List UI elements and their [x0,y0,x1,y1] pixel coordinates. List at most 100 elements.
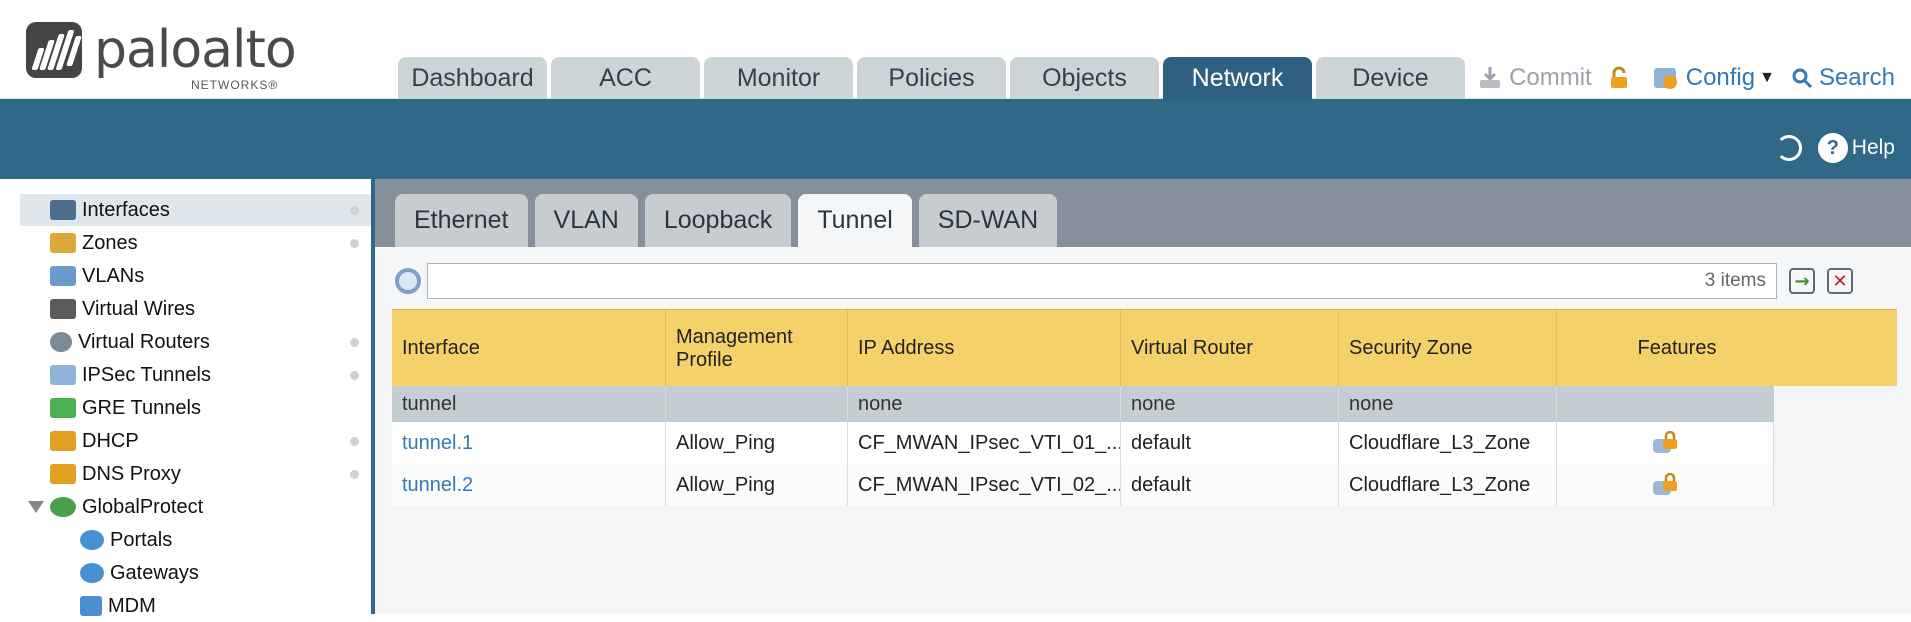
sidebar-item-dhcp[interactable]: DHCP [20,425,371,457]
status-dot [350,370,359,380]
tab-network[interactable]: Network [1163,57,1312,99]
vlans-icon [50,266,76,286]
apply-filter-button[interactable]: → [1789,268,1815,294]
network-sidebar: Interfaces Zones VLANs Virtual Wires Vir… [20,179,375,617]
sidebar-item-label: VLANs [82,264,145,287]
sidebar-item-label: Zones [82,231,138,254]
status-dot [350,238,359,248]
tab-loopback[interactable]: Loopback [644,194,792,247]
tab-ethernet[interactable]: Ethernet [395,194,528,247]
mdm-icon [80,596,102,616]
sidebar-item-portals[interactable]: Portals [20,524,371,556]
gre-tunnels-icon [50,398,76,418]
table-header: Interface Management Profile IP Address … [392,309,1897,387]
context-band: ? Help [0,99,1911,179]
lock-icon [1610,66,1627,88]
tunnel-lock-icon [1653,473,1677,495]
router-cell: default [1121,422,1339,464]
commit-label: Commit [1509,64,1592,91]
expand-triangle-icon[interactable] [28,501,44,513]
table-row[interactable]: tunnel.2 Allow_Ping CF_MWAN_IPsec_VTI_02… [392,464,1774,506]
tab-vlan[interactable]: VLAN [534,194,638,247]
sidebar-item-label: Virtual Routers [78,330,210,353]
sidebar-item-zones[interactable]: Zones [20,227,371,259]
sidebar-item-interfaces[interactable]: Interfaces [20,194,371,226]
router-cell: default [1121,464,1339,506]
interfaces-icon [50,200,76,220]
tunnel-lock-icon [1653,431,1677,453]
column-header-virtual-router[interactable]: Virtual Router [1121,310,1339,387]
tab-sd-wan[interactable]: SD-WAN [918,194,1058,247]
status-dot [350,469,359,479]
filter-input[interactable]: 3 items [427,263,1777,299]
table-group-row[interactable]: tunnel none none none [392,386,1774,422]
profile-cell: Allow_Ping [666,464,848,506]
column-header-security-zone[interactable]: Security Zone [1339,310,1557,387]
interface-type-tabs: Ethernet VLAN Loopback Tunnel SD-WAN [395,194,1064,247]
tab-tunnel[interactable]: Tunnel [798,194,912,247]
main-nav-tabs: Dashboard ACC Monitor Policies Objects N… [398,57,1469,99]
lock-button[interactable] [1608,66,1636,90]
virtual-wires-icon [50,299,76,319]
subtab-bar: Ethernet VLAN Loopback Tunnel SD-WAN [375,179,1911,247]
zone-cell: Cloudflare_L3_Zone [1339,422,1557,464]
sidebar-item-vlans[interactable]: VLANs [20,260,371,292]
gateways-icon [80,563,104,583]
tab-device[interactable]: Device [1316,57,1465,99]
tab-dashboard[interactable]: Dashboard [398,57,547,99]
sidebar-item-label: IPSec Tunnels [82,363,211,386]
sidebar-item-label: DHCP [82,429,139,452]
zone-cell: Cloudflare_L3_Zone [1339,464,1557,506]
sidebar-item-label: Interfaces [82,198,170,221]
commit-icon [1480,67,1501,88]
sidebar-item-label: Portals [110,528,173,551]
tab-acc[interactable]: ACC [551,57,700,99]
dhcp-icon [50,431,76,451]
sidebar-item-label: GRE Tunnels [82,396,201,419]
clear-filter-button[interactable]: ✕ [1827,268,1853,294]
column-header-interface[interactable]: Interface [392,310,666,387]
search-icon [395,268,421,294]
sidebar-item-dns-proxy[interactable]: DNS Proxy [20,458,371,490]
search-label: Search [1818,64,1895,91]
status-dot [350,337,359,347]
table-row[interactable]: tunnel.1 Allow_Ping CF_MWAN_IPsec_VTI_01… [392,422,1774,464]
column-header-management-profile[interactable]: Management Profile [666,310,848,387]
sidebar-item-label: MDM [108,594,156,617]
interface-cell[interactable]: tunnel.2 [392,464,666,506]
config-dropdown[interactable]: Config ▼ [1652,64,1775,92]
interface-cell[interactable]: tunnel.1 [392,422,666,464]
sidebar-item-mdm[interactable]: MDM [20,590,371,622]
virtual-routers-icon [50,332,72,352]
refresh-icon[interactable] [1775,135,1802,161]
sidebar-item-label: Virtual Wires [82,297,195,320]
tab-objects[interactable]: Objects [1010,57,1159,99]
search-icon [1792,68,1813,89]
logo-mark-icon [26,22,82,78]
sidebar-item-label: Gateways [110,561,199,584]
sidebar-item-gateways[interactable]: Gateways [20,557,371,589]
ip-cell: CF_MWAN_IPsec_VTI_01_... [848,422,1121,464]
sidebar-item-virtual-routers[interactable]: Virtual Routers [20,326,371,358]
help-icon[interactable]: ? [1817,133,1848,163]
tab-policies[interactable]: Policies [857,57,1006,99]
zone-cell: none [1339,386,1557,422]
features-cell [1557,422,1774,464]
app-header: paloalto NETWORKS® Dashboard ACC Monitor… [0,0,1911,99]
interface-cell[interactable]: tunnel [392,386,666,422]
zones-icon [50,233,76,253]
features-cell [1557,386,1774,422]
commit-button[interactable]: Commit [1477,64,1592,92]
tab-monitor[interactable]: Monitor [704,57,853,99]
sidebar-item-gre-tunnels[interactable]: GRE Tunnels [20,392,371,424]
profile-cell [666,386,848,422]
column-header-features[interactable]: Features [1637,337,1717,359]
help-label[interactable]: Help [1851,136,1895,159]
sidebar-item-virtual-wires[interactable]: Virtual Wires [20,293,371,325]
sidebar-item-ipsec-tunnels[interactable]: IPSec Tunnels [20,359,371,391]
status-dot [350,205,359,215]
column-header-ip-address[interactable]: IP Address [848,310,1121,387]
sidebar-item-label: DNS Proxy [82,462,181,485]
search-button[interactable]: Search [1791,64,1895,92]
sidebar-item-globalprotect[interactable]: GlobalProtect [20,491,371,523]
